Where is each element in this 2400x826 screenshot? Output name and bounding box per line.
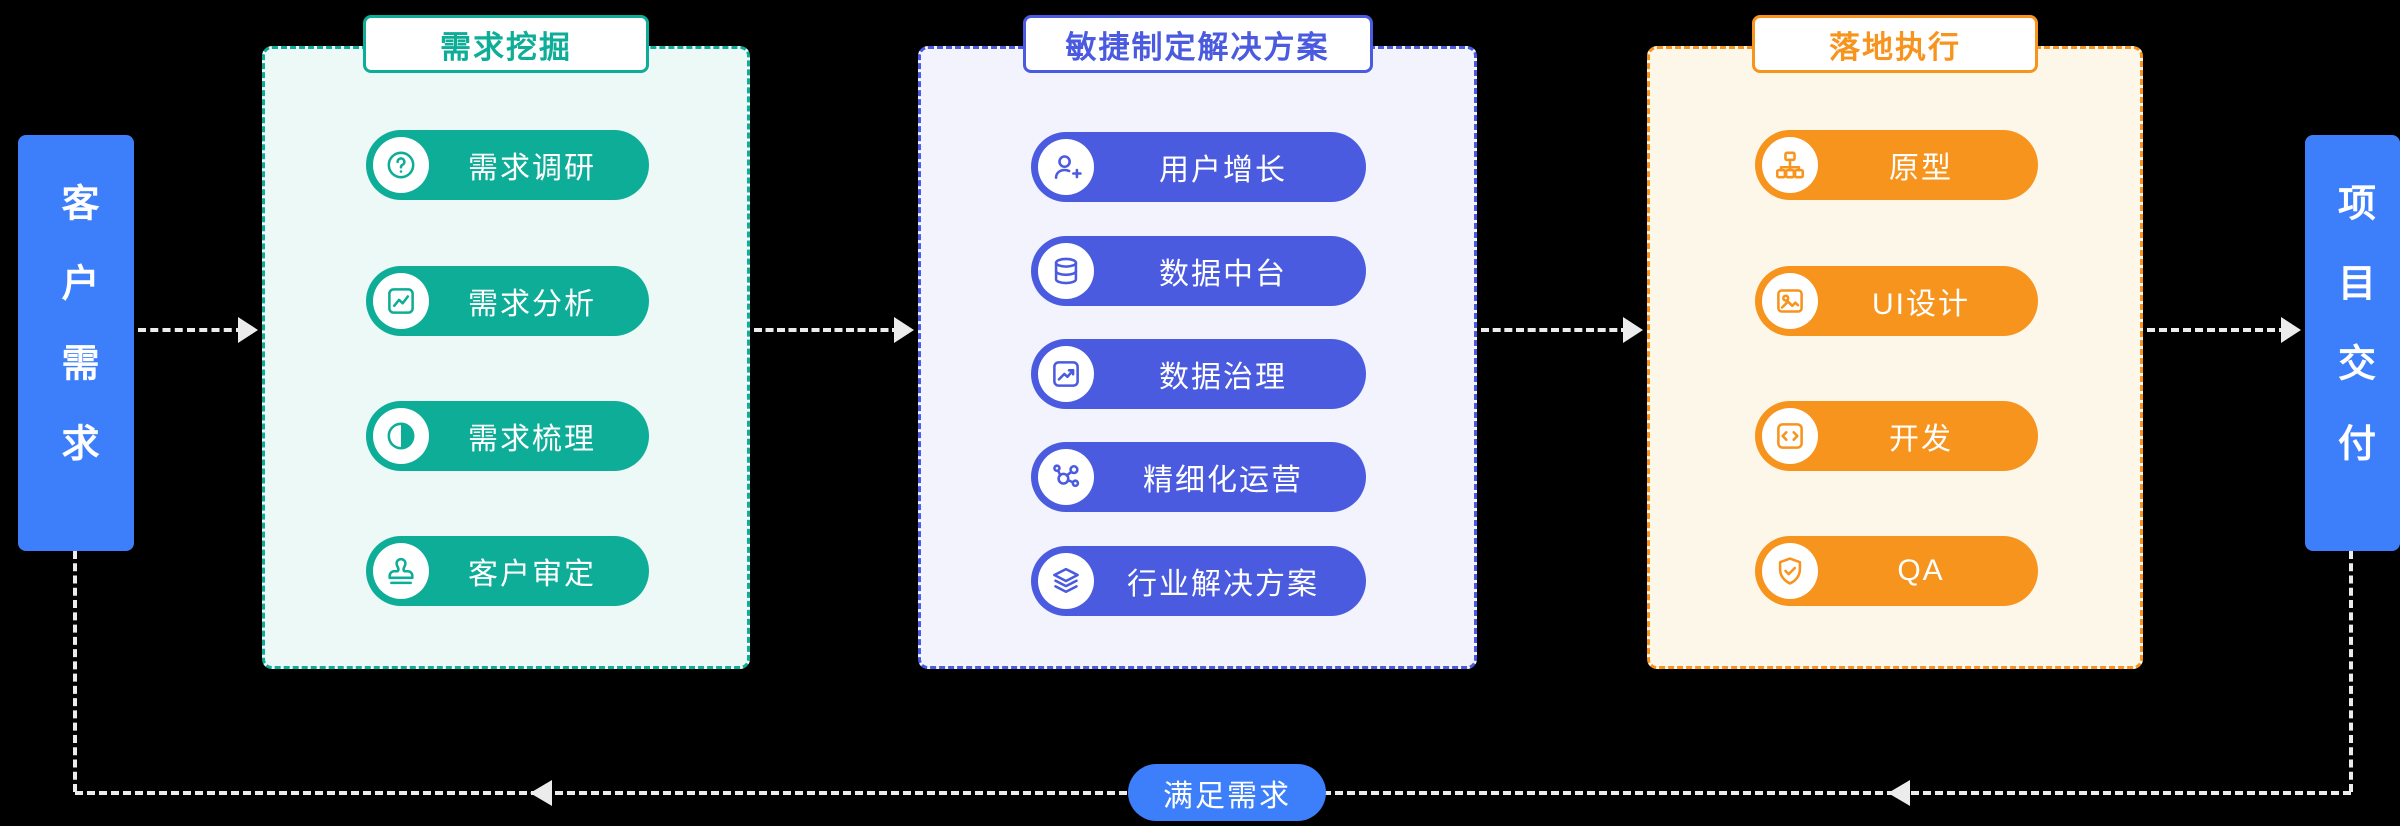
step-label: 客户审定 bbox=[468, 558, 596, 591]
sitemap-icon bbox=[1762, 137, 1818, 193]
chart-up-arrow-icon bbox=[1038, 346, 1094, 402]
line-chart-icon bbox=[373, 273, 429, 329]
flow-arrow-right-3 bbox=[1481, 316, 1643, 344]
user-plus-icon bbox=[1038, 139, 1094, 195]
arrow-shaft bbox=[1481, 328, 1629, 332]
satisfy-requirements-badge: 满足需求 bbox=[1128, 764, 1326, 821]
stamp-icon bbox=[373, 543, 429, 599]
step-label: 需求调研 bbox=[468, 152, 596, 185]
step-pill: QA bbox=[1755, 536, 2038, 606]
step-pill: 需求调研 bbox=[366, 130, 649, 200]
step-pill: 需求梳理 bbox=[366, 401, 649, 471]
arrow-head-right-icon bbox=[238, 317, 258, 343]
step-label: QA bbox=[1897, 554, 1945, 587]
step-label: 开发 bbox=[1889, 423, 1953, 456]
panel-title-badge: 落地执行 bbox=[1752, 15, 2038, 73]
customer-requirements-node: 客户需求 bbox=[18, 135, 134, 551]
step-pill: 原型 bbox=[1755, 130, 2038, 200]
step-label: 行业解决方案 bbox=[1127, 568, 1319, 601]
step-pill: 需求分析 bbox=[366, 266, 649, 336]
network-nodes-icon bbox=[1038, 449, 1094, 505]
flow-arrow-right-1 bbox=[138, 316, 258, 344]
arrow-head-right-icon bbox=[894, 317, 914, 343]
step-label: 需求分析 bbox=[468, 288, 596, 321]
panel-title-badge: 敏捷制定解决方案 bbox=[1022, 15, 1373, 73]
step-pill: 数据中台 bbox=[1031, 236, 1366, 306]
half-pie-icon bbox=[373, 408, 429, 464]
shield-check-icon bbox=[1762, 543, 1818, 599]
step-label: UI设计 bbox=[1872, 288, 1970, 321]
step-pill: 精细化运营 bbox=[1031, 442, 1366, 512]
arrow-head-right-icon bbox=[2281, 317, 2301, 343]
arrow-head-left-icon bbox=[1888, 780, 1910, 806]
step-label: 精细化运营 bbox=[1143, 464, 1303, 497]
circle-question-icon bbox=[373, 137, 429, 193]
panel-title-badge: 需求挖掘 bbox=[363, 15, 649, 73]
arrow-head-left-icon bbox=[530, 780, 552, 806]
code-icon bbox=[1762, 408, 1818, 464]
arrow-shaft bbox=[138, 328, 244, 332]
step-pill: 用户增长 bbox=[1031, 132, 1366, 202]
step-label: 需求梳理 bbox=[468, 423, 596, 456]
arrow-head-right-icon bbox=[1623, 317, 1643, 343]
step-pill: 开发 bbox=[1755, 401, 2038, 471]
step-label: 用户增长 bbox=[1159, 154, 1287, 187]
feedback-line-right-vertical bbox=[2349, 551, 2353, 792]
step-label: 数据治理 bbox=[1159, 361, 1287, 394]
step-pill: UI设计 bbox=[1755, 266, 2038, 336]
panel-requirements-mining: 需求挖掘 需求调研 需求分析 需求梳理 客户审定 bbox=[262, 15, 750, 669]
project-delivery-node: 项目交付 bbox=[2305, 135, 2400, 551]
layers-icon bbox=[1038, 553, 1094, 609]
step-pill: 行业解决方案 bbox=[1031, 546, 1366, 616]
panel-execution: 落地执行 原型 UI设计 开发 QA bbox=[1647, 15, 2143, 669]
feedback-line-left-vertical bbox=[73, 551, 77, 792]
flow-arrow-right-4 bbox=[2147, 316, 2301, 344]
panel-agile-solutions: 敏捷制定解决方案 用户增长 数据中台 数据治理 精细化运营 bbox=[918, 15, 1477, 669]
project-delivery-label: 项目交付 bbox=[2331, 183, 2374, 503]
step-label: 数据中台 bbox=[1159, 258, 1287, 291]
database-icon bbox=[1038, 243, 1094, 299]
flow-arrow-right-2 bbox=[754, 316, 914, 344]
step-pill: 客户审定 bbox=[366, 536, 649, 606]
step-label: 原型 bbox=[1889, 152, 1953, 185]
customer-requirements-label: 客户需求 bbox=[55, 183, 97, 503]
arrow-shaft bbox=[2147, 328, 2287, 332]
arrow-shaft bbox=[754, 328, 900, 332]
image-icon bbox=[1762, 273, 1818, 329]
step-pill: 数据治理 bbox=[1031, 339, 1366, 409]
